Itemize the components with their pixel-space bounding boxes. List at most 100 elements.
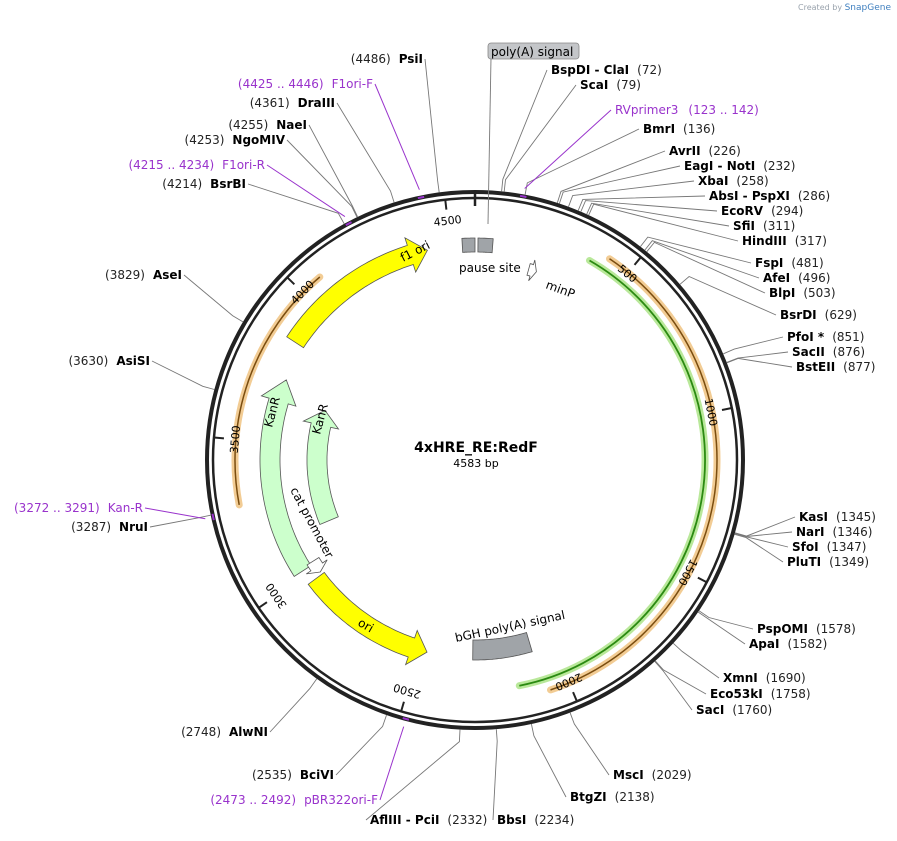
restriction-site-label: SfiI(311) (733, 219, 795, 233)
site-leader-line (723, 336, 784, 355)
cds-arc-core (519, 259, 706, 687)
site-leader-line (335, 714, 387, 776)
primer-leader-line (379, 726, 405, 801)
restriction-site-label: (4255)NaeI (228, 118, 307, 132)
restriction-site-label: (4214)BsrBI (162, 177, 246, 191)
site-leader-line (644, 240, 760, 279)
restriction-site-label: BlpI(503) (769, 286, 836, 300)
site-leader-line (365, 729, 461, 821)
site-leader-line (734, 533, 789, 548)
restriction-site-label: ApaI(1582) (749, 637, 827, 651)
feature-pause-site-a (461, 237, 476, 253)
site-labels: BspDI - ClaI(72)ScaI(79)BmrI(136)AvrII(2… (14, 52, 876, 827)
site-leader-line (308, 124, 359, 217)
site-leader-line (503, 84, 577, 192)
label-minp: minP (544, 278, 577, 301)
plasmid-length: 4583 bp (453, 457, 498, 470)
tick-label: 1000 (702, 397, 720, 427)
primer-label: RVprimer3(123 .. 142) (615, 103, 759, 117)
restriction-site-label: ScaI(79) (580, 78, 641, 92)
restriction-site-label: EagI - NotI(232) (684, 159, 795, 173)
feature-cat-promoter (306, 556, 328, 575)
primer-leader-line (524, 109, 612, 189)
site-leader-line (698, 610, 754, 630)
site-leader-line (586, 202, 730, 227)
restriction-site-label: FspI(481) (755, 256, 824, 270)
feature-kanr-outer (259, 379, 312, 577)
restriction-site-label: BmrI(136) (643, 122, 715, 136)
site-leader-line (247, 183, 345, 225)
tick-mark (572, 691, 578, 702)
site-leader-line (654, 660, 707, 695)
polya-signal-badge (487, 42, 580, 60)
site-leader-line (679, 275, 777, 316)
restriction-site-label: BbsI(2234) (497, 813, 574, 827)
restriction-site-label: (4253)NgoMIV (185, 133, 286, 147)
restriction-site-label: (4361)DraIII (250, 96, 335, 110)
site-leader-line (492, 729, 498, 821)
site-leader-line (672, 642, 720, 679)
tick-mark (444, 199, 448, 210)
site-leader-line (734, 533, 784, 563)
orf-arc-core (550, 258, 718, 691)
primer-label: (4215 .. 4234)F1ori-R (128, 158, 265, 172)
restriction-site-label: AvrII(226) (669, 144, 741, 158)
restriction-site-label: PluTI(1349) (787, 555, 869, 569)
primer-mark (519, 194, 527, 198)
site-leader-line (149, 514, 211, 528)
tick-label: 3500 (228, 425, 243, 454)
restriction-site-label: (2535)BciVI (252, 768, 334, 782)
site-leader-line (286, 139, 358, 218)
polya-signal-label: poly(A) signal (491, 45, 573, 59)
feature-minp (526, 259, 537, 281)
tick-mark (721, 407, 732, 411)
site-leader-line (269, 678, 318, 733)
restriction-site-label: EcoRV(294) (721, 204, 803, 218)
restriction-site-label: (2748)AlwNI (181, 725, 268, 739)
restriction-site-label: SacII(876) (792, 345, 865, 359)
site-leader-line (588, 203, 739, 242)
tick-mark (697, 576, 708, 584)
restriction-site-label: (3287)NruI (71, 520, 148, 534)
snapgene-logo-text: SnapGene (844, 3, 891, 13)
feature-pause-site-b (477, 237, 494, 254)
tick-label: 2500 (392, 681, 423, 701)
restriction-site-label: KasI(1345) (799, 510, 876, 524)
primer-label: (3272 .. 3291)Kan-R (14, 501, 143, 515)
primer-mark (345, 221, 352, 227)
site-leader-line (501, 69, 548, 192)
credit-prefix: Created by (798, 3, 843, 12)
tick-label: 3000 (263, 580, 290, 610)
restriction-site-label: (3829)AseI (105, 268, 182, 282)
tick-mark (258, 601, 268, 609)
feature-kanr-inner (302, 409, 340, 526)
primer-mark (417, 195, 425, 200)
restriction-site-label: BstEII(877) (796, 360, 875, 374)
tick-mark (400, 701, 405, 712)
restriction-site-label: BtgZI(2138) (570, 790, 655, 804)
label-pause-site: pause site (459, 261, 521, 275)
restriction-site-label: XmnI(1690) (723, 671, 806, 685)
plasmid-name: 4xHRE_RE:RedF (414, 440, 538, 456)
tick-mark (633, 256, 642, 266)
site-leader-line (568, 180, 695, 207)
site-leader-line (569, 712, 610, 776)
restriction-site-label: NarI(1346) (796, 525, 872, 539)
site-leader-line (734, 516, 796, 537)
site-leader-line (530, 723, 567, 798)
orf-arc-left-core (234, 276, 321, 506)
snapgene-credit: Created by SnapGene (798, 3, 891, 13)
restriction-site-label: HindIII(317) (742, 234, 827, 248)
site-leader-line (556, 150, 666, 204)
site-leader-line (580, 200, 718, 212)
site-leader-line (424, 58, 440, 193)
site-leader-line (726, 351, 789, 363)
site-leader-line (524, 128, 640, 195)
restriction-site-label: AflIII - PciI(2332) (370, 813, 487, 827)
restriction-site-label: XbaI(258) (698, 174, 769, 188)
label-ori: ori (356, 615, 377, 635)
primer-leader-line (374, 83, 420, 190)
tick-label: 4500 (433, 213, 462, 229)
site-leader-line (697, 611, 746, 645)
